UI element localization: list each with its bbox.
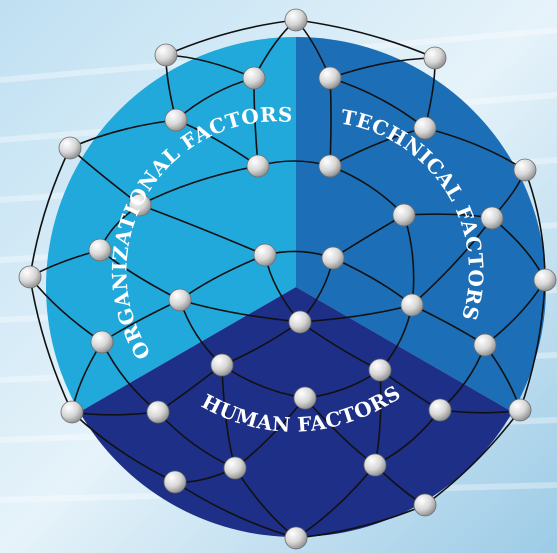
network-node [90,330,114,354]
network-node [318,154,342,178]
network-node [513,158,537,182]
network-node [210,353,234,377]
network-node [368,358,392,382]
network-line [424,409,521,506]
network-node [154,43,178,67]
network-node [413,116,437,140]
network-line [519,279,546,411]
network-line [329,77,426,129]
network-node [163,470,187,494]
network-node [146,400,170,424]
network-node [392,203,416,227]
segments-layer [45,37,546,537]
network-node [423,46,447,70]
network-node [288,310,312,334]
network-node [533,268,557,292]
network-line [29,147,71,278]
network-node [88,238,112,262]
network-node [253,243,277,267]
network-line [71,411,176,483]
network-node [223,456,247,480]
network-node [293,386,317,410]
network-line [139,204,266,256]
network-line [174,481,297,539]
segment-technical [296,37,546,412]
network-node [428,398,452,422]
network-node [164,108,188,132]
network-node [168,288,192,312]
network-nodes [18,8,557,550]
network-line [295,504,426,539]
network-node [58,136,82,160]
network-node [18,265,42,289]
network-node [321,246,345,270]
network-node [363,453,387,477]
network-line [179,299,301,323]
network-line [524,169,546,281]
segment-organizational [45,37,296,412]
network-line [139,165,259,206]
network-node [480,206,504,230]
network-node [400,293,424,317]
network-line [295,19,436,59]
network-node [318,66,342,90]
network-node [284,526,308,550]
network-line [29,276,73,413]
network-node [473,333,497,357]
segment-human [79,287,513,537]
network-node [413,493,437,517]
network-node [60,400,84,424]
network-node [246,154,270,178]
network-line [165,19,297,56]
network-node [284,8,308,32]
network-node [242,66,266,90]
network-node [128,193,152,217]
network-node [508,398,532,422]
